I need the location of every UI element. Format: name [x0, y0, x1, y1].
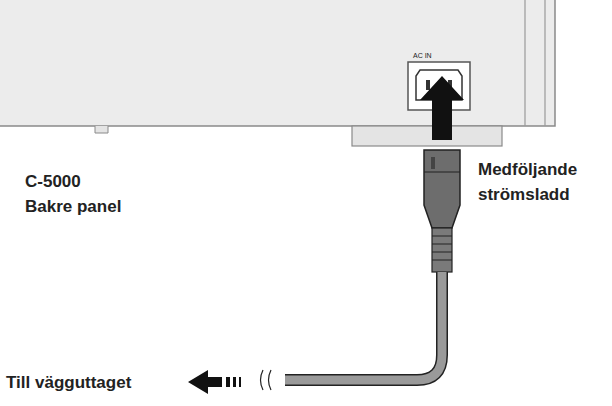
- panel-edge: [524, 0, 525, 126]
- power-cord: [285, 272, 442, 380]
- direction-arrow: [188, 370, 222, 394]
- socket-pin: [426, 80, 430, 90]
- break-mark: [261, 370, 272, 390]
- power-cord: [285, 272, 442, 380]
- arrow-bar: [233, 377, 236, 387]
- strain-ridges: [432, 236, 452, 260]
- panel-base: [352, 126, 502, 146]
- socket-label: AC IN: [413, 52, 432, 60]
- plug-detail: [431, 157, 435, 169]
- outlet-label: Till vägguttaget: [6, 371, 131, 396]
- back-panel: [0, 0, 555, 126]
- panel-foot: [95, 126, 108, 133]
- power-plug: [424, 150, 460, 228]
- model-label: C-5000 Bakre panel: [25, 170, 125, 219]
- plug-line: [424, 172, 460, 173]
- arrow-bar: [239, 377, 241, 387]
- panel-edge: [544, 0, 545, 126]
- insert-arrow: [420, 76, 464, 140]
- arrow-bar: [226, 377, 230, 387]
- strain-relief: [432, 228, 452, 272]
- cord-label: Medföljande strömsladd: [478, 158, 577, 207]
